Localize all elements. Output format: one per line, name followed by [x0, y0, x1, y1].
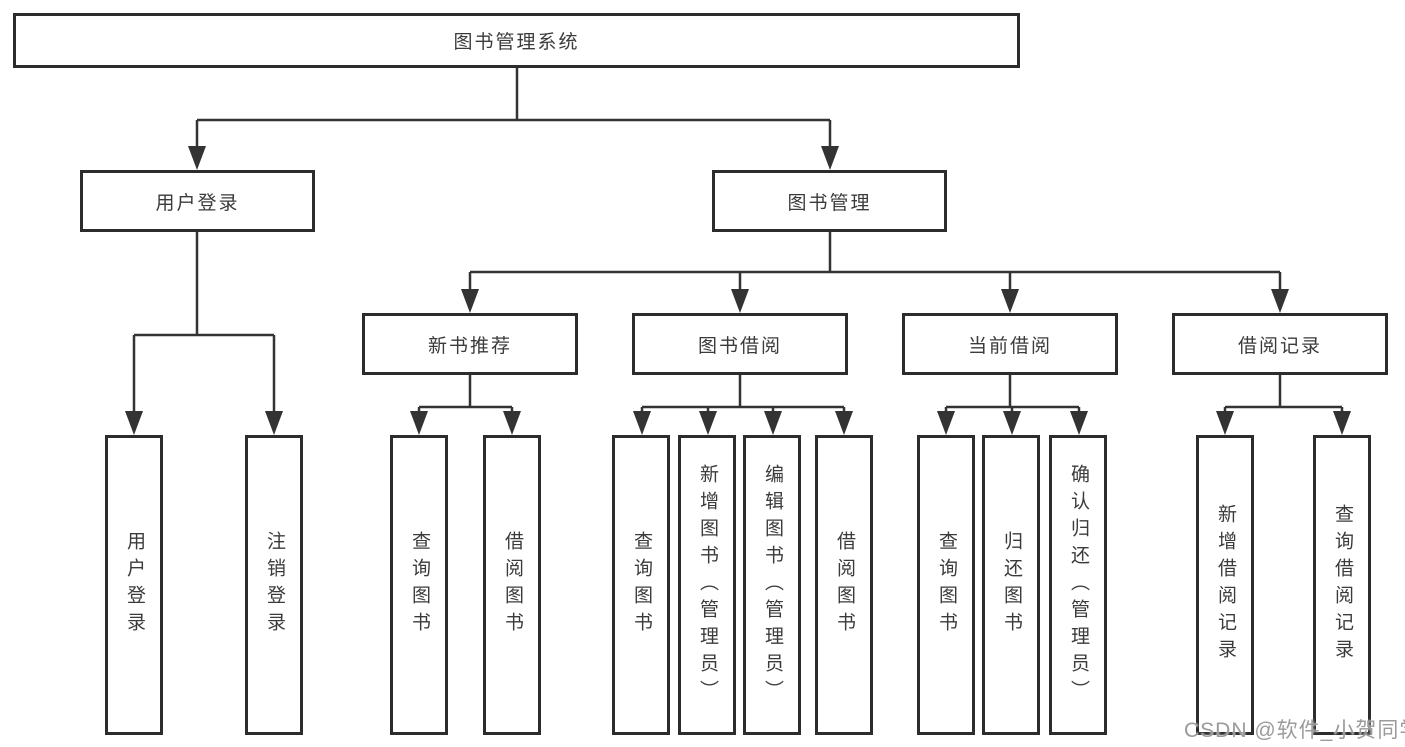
leaf-query-books-recommend: 查询图书: [390, 435, 448, 735]
leaf-add-books-admin: 新增图书（管理员）: [678, 435, 736, 735]
leaf-query-books-borrow: 查询图书: [612, 435, 670, 735]
leaf-return-books: 归还图书: [982, 435, 1040, 735]
leaf-query-borrow-record: 查询借阅记录: [1313, 435, 1371, 735]
leaf-logout: 注销登录: [245, 435, 303, 735]
node-new-book-recommendation: 新书推荐: [362, 313, 578, 375]
leaf-query-books-current: 查询图书: [917, 435, 975, 735]
leaf-confirm-return-admin: 确认归还（管理员）: [1049, 435, 1107, 735]
node-library-management-system: 图书管理系统: [13, 13, 1020, 68]
leaf-user-login: 用户登录: [105, 435, 163, 735]
leaf-edit-books-admin: 编辑图书（管理员）: [743, 435, 801, 735]
node-user-login: 用户登录: [80, 170, 315, 232]
leaf-borrow-books: 借阅图书: [815, 435, 873, 735]
csdn-watermark: CSDN @软件_小贺同学: [1184, 719, 1405, 742]
arrowheads: [125, 146, 1351, 435]
node-book-borrowing: 图书借阅: [632, 313, 848, 375]
node-current-borrowing: 当前借阅: [902, 313, 1118, 375]
leaf-borrow-books-recommend: 借阅图书: [483, 435, 541, 735]
leaf-add-borrow-record: 新增借阅记录: [1196, 435, 1254, 735]
node-book-management: 图书管理: [712, 170, 947, 232]
node-borrowing-records: 借阅记录: [1172, 313, 1388, 375]
